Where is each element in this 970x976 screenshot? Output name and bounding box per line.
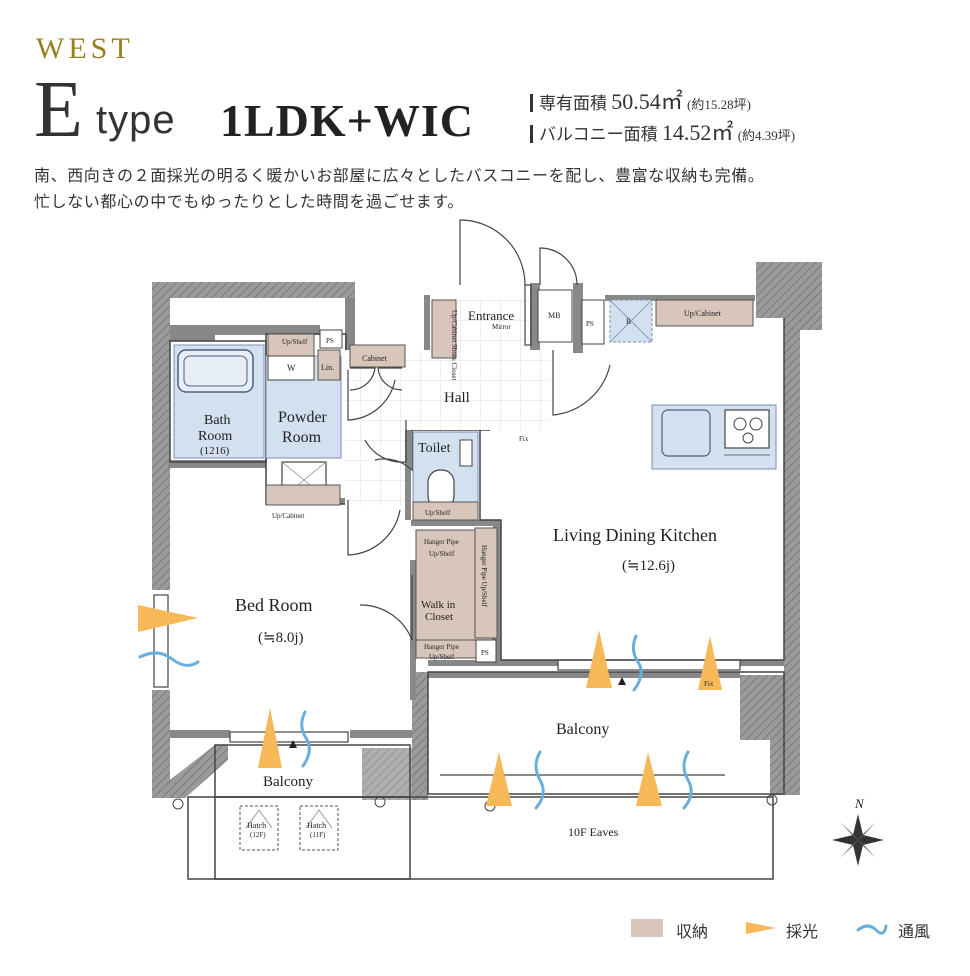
type-word: type bbox=[96, 98, 176, 142]
hatch-floor: (12F) bbox=[250, 831, 266, 839]
linen-label: Lin. bbox=[321, 363, 334, 372]
ps-label: PS bbox=[326, 337, 334, 345]
fix-label: Fix bbox=[519, 435, 529, 443]
bath-room-label-2: Room bbox=[198, 429, 232, 444]
area-bar bbox=[530, 125, 533, 143]
outer-walls bbox=[152, 262, 822, 800]
wic-label: Walk in bbox=[421, 599, 456, 611]
sink-icon bbox=[661, 409, 711, 457]
stove-icon bbox=[724, 409, 770, 449]
area-exclusive-value: 50.54㎡ bbox=[611, 89, 683, 114]
tower-label: WEST bbox=[36, 32, 134, 65]
legend-light-icon bbox=[746, 922, 776, 934]
area-exclusive-tsubo: (約15.28坪) bbox=[687, 97, 751, 112]
legend-light-label: 採光 bbox=[786, 922, 819, 941]
toilet-label: Toilet bbox=[418, 441, 451, 456]
powder-room-label: Powder bbox=[278, 409, 328, 426]
ldk-size: (≒12.6j) bbox=[622, 558, 675, 574]
utility-boxes bbox=[319, 289, 605, 663]
type-letter: E bbox=[34, 66, 83, 154]
bed-room-label: Bed Room bbox=[235, 595, 313, 615]
hall-label: Hall bbox=[444, 390, 470, 406]
wind-waves bbox=[138, 634, 693, 810]
up-shelf-label: Up/Shelf bbox=[429, 653, 455, 661]
area-exclusive-label: 専有面積 bbox=[539, 94, 607, 113]
compass-icon bbox=[832, 814, 884, 866]
balcony-label: Balcony bbox=[263, 774, 313, 790]
hatch-floor: (11F) bbox=[310, 831, 326, 839]
legend-storage-swatch bbox=[631, 919, 663, 937]
window-marker bbox=[289, 740, 297, 748]
area-bar bbox=[530, 94, 533, 112]
description-line: 忙しない都心の中でもゆったりとした時間を過ごせます。 bbox=[34, 192, 465, 211]
bath-size: (1216) bbox=[200, 445, 230, 457]
legend-wind-label: 通風 bbox=[898, 922, 931, 941]
ldk-label: Living Dining Kitchen bbox=[553, 525, 717, 545]
up-shelf-label: Up/Shelf bbox=[282, 338, 308, 346]
ps-label: PS bbox=[586, 320, 594, 328]
light-arrows bbox=[138, 605, 722, 806]
washer-label: W bbox=[287, 363, 296, 373]
storage-areas bbox=[265, 299, 754, 659]
hatch-12f bbox=[239, 805, 279, 851]
up-cabinet-label: Up/Cabinet bbox=[272, 512, 304, 520]
fix-label: Fix bbox=[704, 680, 714, 688]
window-marker bbox=[618, 677, 626, 685]
hatch-11f bbox=[299, 805, 339, 851]
bath-room-label: Bath bbox=[204, 413, 230, 428]
bathtub-icon bbox=[177, 349, 254, 393]
hanger-pipe-side-label: Hanger Pipe Up/Shelf bbox=[480, 545, 488, 607]
mirror-label: Mirror bbox=[492, 323, 511, 331]
compass-north: N bbox=[854, 796, 865, 811]
wic-label-2: Closet bbox=[425, 611, 453, 623]
shoes-closet-label: Up/Cabinet Shoes Closet bbox=[450, 310, 458, 380]
area-balcony-tsubo: (約4.39坪) bbox=[737, 128, 796, 143]
balcony-label: Balcony bbox=[556, 721, 609, 738]
windows bbox=[153, 284, 741, 776]
hanger-pipe-label: Hanger Pipe bbox=[424, 538, 459, 546]
doors bbox=[347, 219, 611, 641]
hatch-label: Hatch bbox=[307, 821, 326, 830]
area-balcony-value: 14.52㎡ bbox=[661, 120, 734, 145]
mb-label: MB bbox=[548, 311, 560, 320]
legend-wind-icon bbox=[856, 924, 888, 935]
up-cabinet-label: Up/Cabinet bbox=[684, 309, 722, 318]
interior-walls bbox=[168, 283, 784, 738]
fridge-label: R bbox=[626, 317, 632, 326]
washer-icon bbox=[267, 355, 315, 381]
cabinet-label: Cabinet bbox=[362, 354, 388, 363]
eaves-label: 10F Eaves bbox=[568, 825, 619, 839]
ps-label: PS bbox=[481, 649, 489, 657]
description-line: 南、西向きの２面採光の明るく暖かいお部屋に広々としたバスコニーを配し、豊富な収納… bbox=[34, 166, 765, 185]
hall-floor-west bbox=[345, 395, 405, 505]
bed-size: (≒8.0j) bbox=[258, 630, 303, 646]
entrance-label: Entrance bbox=[468, 308, 514, 323]
layout-title: 1LDK+WIC bbox=[220, 95, 475, 146]
up-shelf-label: Up/Shelf bbox=[429, 550, 455, 558]
hatch-label: Hatch bbox=[247, 821, 266, 830]
hanger-pipe-label: Hanger Pipe bbox=[424, 643, 459, 651]
area-balcony-label: バルコニー面積 bbox=[539, 125, 658, 144]
area-balcony: バルコニー面積 14.52㎡ (約4.39坪) bbox=[530, 115, 795, 147]
area-exclusive: 専有面積 50.54㎡ (約15.28坪) bbox=[530, 84, 751, 116]
powder-room-label-2: Room bbox=[282, 429, 322, 446]
up-shelf-label: Up/Shelf bbox=[425, 509, 451, 517]
legend-storage-label: 収納 bbox=[676, 922, 709, 941]
